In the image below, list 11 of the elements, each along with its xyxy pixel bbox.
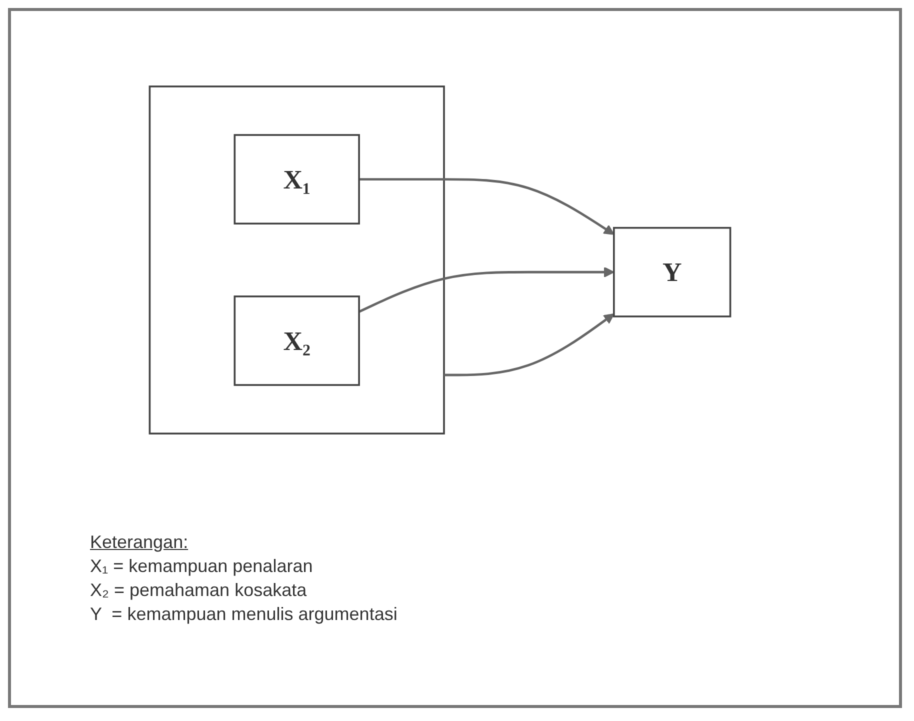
node-box: X₁ <box>234 134 360 224</box>
node-box: Y <box>613 226 732 318</box>
cluster <box>148 86 445 434</box>
legend-entry: X₂ = pemahaman kosakata <box>90 579 308 602</box>
legend-entry: Y = kemampuan menulis argumentasi <box>90 603 398 626</box>
arrow <box>359 178 614 235</box>
arrow <box>358 266 614 313</box>
legend-entry: X₁ = kemampuan penalaran <box>90 555 314 578</box>
legend-heading: Keterangan: <box>90 531 188 554</box>
node-box: X₂ <box>234 296 360 386</box>
arrow <box>444 313 614 376</box>
